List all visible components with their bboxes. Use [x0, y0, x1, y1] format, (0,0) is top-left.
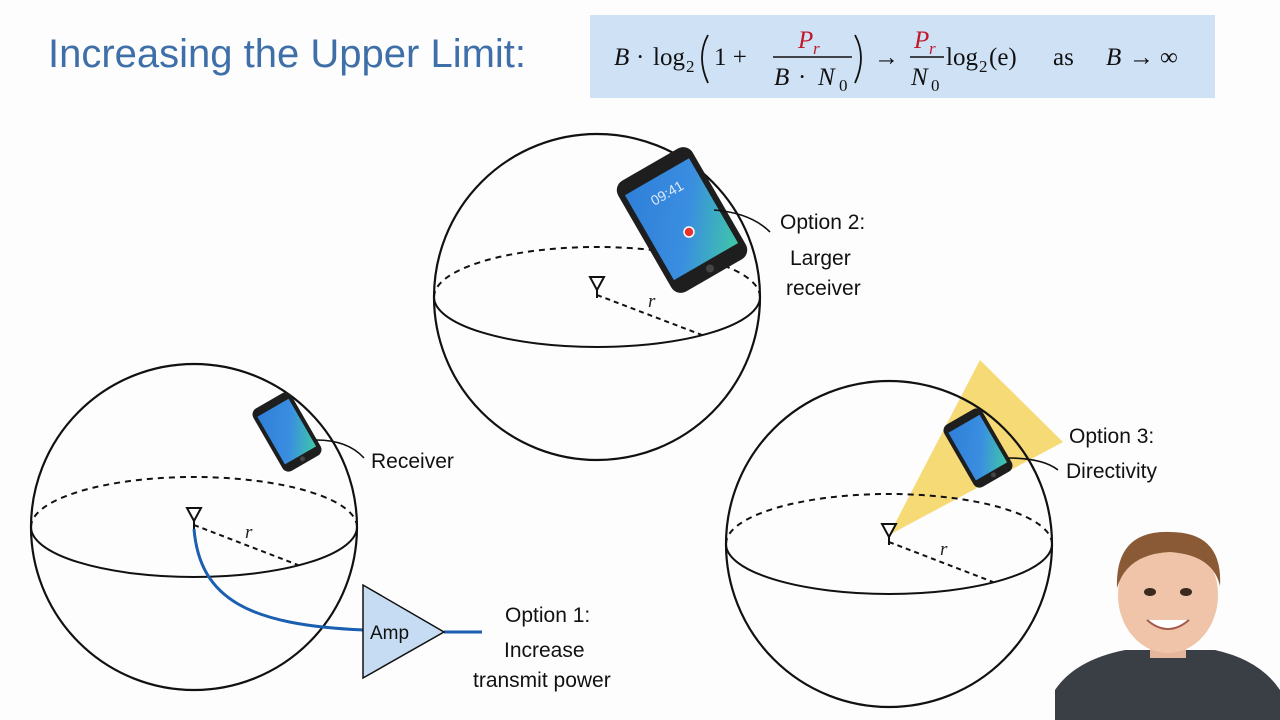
formula-paren-open	[701, 34, 709, 84]
formula-frac2-N: N	[910, 64, 929, 91]
option-2-line-3: receiver	[786, 277, 861, 300]
formula-one-plus: 1 +	[714, 44, 747, 71]
formula-as: as	[1053, 44, 1074, 71]
amplifier-icon	[362, 583, 446, 680]
formula-B: B	[614, 44, 629, 71]
radius-line	[596, 294, 703, 336]
formula-log2: log	[946, 44, 978, 71]
receiver-pointer	[315, 439, 365, 459]
slide-title: Increasing the Upper Limit:	[48, 32, 527, 76]
formula-dot: ·	[636, 44, 644, 71]
amp-label: Amp	[370, 623, 409, 644]
formula-B-end: B	[1106, 44, 1121, 71]
radius-line	[193, 524, 299, 566]
phone-icon	[943, 408, 1013, 488]
formula-paren-close	[854, 34, 862, 84]
option-1-line-3: transmit power	[473, 669, 611, 692]
presenter-illustration	[1055, 520, 1280, 720]
phone-icon	[252, 392, 322, 472]
option-1-line-2: Increase	[504, 639, 585, 662]
sphere-option-1: r Amp Receiver Option 1: Increase transm…	[29, 362, 611, 692]
formula-den-B: B	[774, 64, 789, 91]
radius-label: r	[648, 291, 656, 312]
antenna-icon	[880, 523, 898, 545]
presenter-video	[1055, 520, 1280, 720]
formula-log-sub: 2	[686, 57, 695, 76]
sphere-equator-front	[433, 296, 761, 348]
directivity-pointer	[1007, 457, 1059, 471]
option-3-title: Option 3:	[1069, 425, 1154, 448]
sphere-equator-back	[725, 493, 1053, 545]
sphere-equator-back	[30, 476, 358, 528]
sphere-option-3: r Option 3: Directivity	[724, 360, 1158, 709]
sphere-equator-front	[725, 543, 1053, 595]
formula-num-sub: r	[813, 39, 820, 58]
larger-receiver-pointer	[713, 209, 771, 233]
antenna-icon	[185, 507, 203, 529]
sphere-option-2: r 09:41 Option 2: Larger receiver	[432, 132, 865, 462]
formula-frac2-P-sub: r	[929, 39, 936, 58]
antenna-icon	[588, 276, 606, 298]
formula-num-P: P	[797, 27, 813, 54]
formula-frac2-P: P	[913, 27, 929, 54]
large-phone-icon: 09:41	[616, 147, 748, 293]
sphere-equator-front	[30, 526, 358, 578]
formula-frac2-N-sub: 0	[931, 76, 940, 95]
option-2-line-2: Larger	[790, 247, 851, 270]
formula-box: B · log 2 1 + P r B · N 0 → P r N 0 log …	[590, 15, 1215, 98]
transmit-cable	[192, 528, 365, 632]
formula-den-dot: ·	[798, 64, 806, 91]
formula-arrow-2: →	[1129, 44, 1154, 71]
pointer-dot	[683, 226, 695, 238]
option-3-line-2: Directivity	[1066, 460, 1158, 483]
formula-log: log	[653, 44, 685, 71]
option-1-title: Option 1:	[505, 604, 590, 627]
formula-log2-sub: 2	[979, 57, 988, 76]
formula-den-N-sub: 0	[839, 76, 848, 95]
receiver-label: Receiver	[371, 450, 454, 473]
option-2-title: Option 2:	[780, 211, 865, 234]
sphere-equator-back	[433, 246, 761, 298]
radius-label: r	[940, 539, 948, 560]
formula-den-N: N	[817, 64, 836, 91]
radius-label: r	[245, 522, 253, 543]
formula-log2-arg: (e)	[989, 44, 1017, 71]
formula-arrow: →	[874, 44, 899, 71]
formula-infinity: ∞	[1160, 44, 1178, 71]
radius-line	[888, 541, 994, 583]
formula: B · log 2 1 + P r B · N 0 → P r N 0 log …	[614, 27, 1178, 95]
